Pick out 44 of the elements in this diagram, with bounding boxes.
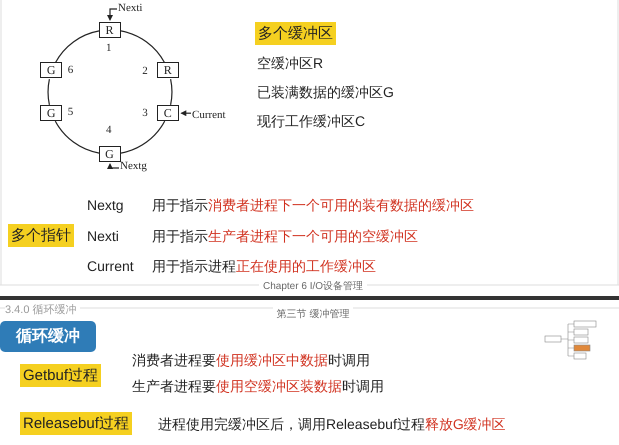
- pointer-name: Nextg: [87, 197, 124, 213]
- text: 现行工作缓冲区C: [257, 113, 366, 131]
- highlighted-heading: Releasebuf过程: [20, 412, 132, 435]
- description: 用于指示生产者进程下一个可用的空缓冲区: [152, 228, 418, 246]
- buffer-box: G: [40, 104, 62, 121]
- buffer-number: 5: [68, 106, 74, 118]
- highlighted-heading: 多个指针: [8, 224, 74, 247]
- pointer-label: Nexti: [118, 2, 142, 14]
- pointer-arrow: [107, 163, 119, 169]
- description: 消费者进程要使用缓冲区中数据时调用: [132, 352, 370, 370]
- section-tag: 循环缓冲: [0, 321, 96, 352]
- ring-line: [120, 30, 166, 64]
- buffer-box: C: [156, 104, 179, 121]
- description: 用于指示进程正在使用的工作缓冲区: [152, 258, 376, 276]
- text: 已装满数据的缓冲区G: [257, 84, 394, 102]
- buffer-number: 2: [142, 64, 148, 77]
- buffer-box: R: [156, 62, 179, 78]
- faded-heading: 3.4.0 循环缓冲: [5, 302, 80, 317]
- buffer-number: 4: [106, 124, 112, 136]
- header-text: 第三节 缓冲管理: [272, 307, 354, 321]
- ring-line: [170, 79, 173, 105]
- ring-line: [47, 79, 50, 105]
- highlighted-heading: 多个缓冲区: [255, 22, 336, 45]
- buffer-number: 3: [142, 107, 148, 120]
- pointer-arrow: [107, 8, 117, 21]
- ring-line: [120, 120, 166, 154]
- buffer-box: G: [98, 146, 120, 162]
- pointer-name: Nexti: [87, 228, 119, 244]
- footer-text: Chapter 6 I/O设备管理: [259, 279, 368, 293]
- buffer-box: R: [98, 22, 120, 38]
- buffer-number: 1: [106, 42, 112, 54]
- ring-line: [54, 30, 100, 64]
- buffer-box: G: [40, 62, 62, 78]
- pointer-name: Current: [87, 258, 134, 274]
- description: 生产者进程要使用空缓冲区装数据时调用: [132, 378, 384, 396]
- pointer-label: Current: [192, 109, 226, 121]
- pointer-label: Nextg: [120, 160, 147, 172]
- ring-line: [54, 120, 100, 154]
- highlighted-heading: Getbuf过程: [20, 364, 102, 387]
- buffer-number: 6: [68, 64, 74, 76]
- description: 进程使用完缓冲区后，调用Releasebuf过程释放G缓冲区: [158, 416, 506, 434]
- text: 空缓冲区R: [257, 55, 324, 73]
- description: 用于指示消费者进程下一个可用的装有数据的缓冲区: [152, 197, 474, 215]
- pointer-arrow: [180, 110, 191, 116]
